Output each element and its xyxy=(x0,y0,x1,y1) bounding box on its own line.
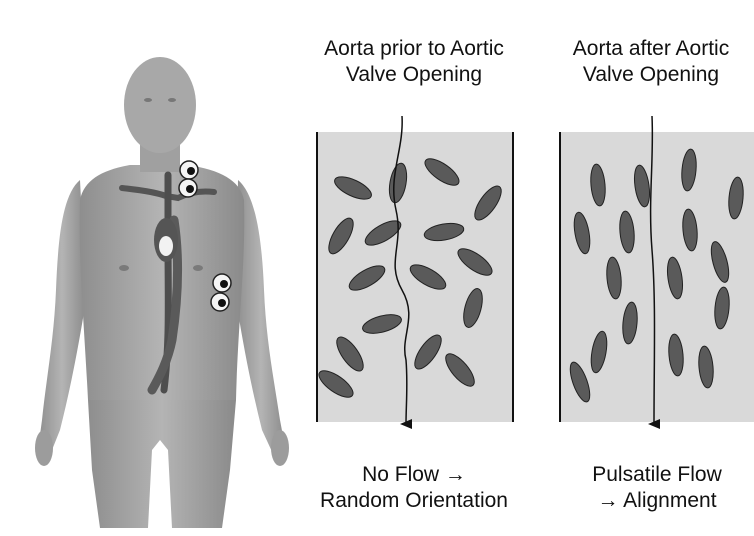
panel-caption-prior-line-1: No Flow → xyxy=(296,462,532,488)
human-figure xyxy=(35,57,289,528)
panel-caption-prior: No Flow → Random Orientation xyxy=(296,462,532,514)
vessel-panel-prior xyxy=(315,116,513,424)
right-hand xyxy=(271,430,289,466)
vessel-panel-after xyxy=(560,116,754,424)
panel-title-after-line-1: Aorta after Aortic xyxy=(548,36,754,62)
panel-title-after: Aorta after Aortic Valve Opening xyxy=(548,36,754,88)
panel-caption-after-line-1: Pulsatile Flow xyxy=(560,462,754,488)
panel-title-after-line-2: Valve Opening xyxy=(548,62,754,88)
panel-title-prior: Aorta prior to Aortic Valve Opening xyxy=(300,36,528,88)
left-arm xyxy=(38,180,86,455)
panel-caption-after: Pulsatile Flow → Alignment xyxy=(560,462,754,514)
panel-title-prior-line-1: Aorta prior to Aortic xyxy=(300,36,528,62)
panel-caption-after-line-2: → Alignment xyxy=(560,488,754,514)
legs xyxy=(88,400,236,528)
panel-title-prior-line-2: Valve Opening xyxy=(300,62,528,88)
head xyxy=(124,57,196,153)
panel-caption-prior-line-2: Random Orientation xyxy=(296,488,532,514)
left-hand xyxy=(35,430,53,466)
